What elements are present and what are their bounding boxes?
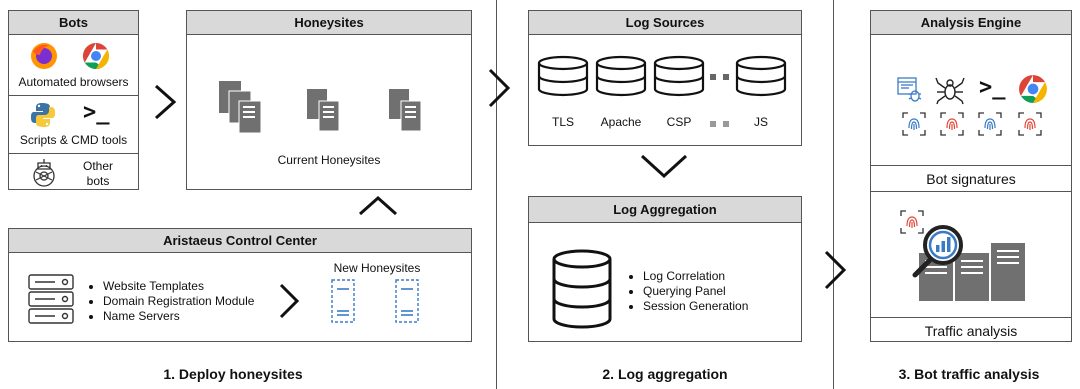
honeysites-title: Honeysites	[187, 11, 471, 35]
current-honeysites-label: Current Honeysites	[277, 153, 381, 167]
log-sources-box: Log Sources TLS Apache CSP JS	[528, 10, 802, 146]
terminal-icon: >_	[83, 100, 110, 125]
other-bots-label-2: bots	[86, 174, 110, 188]
fingerprint-icon	[1018, 112, 1042, 136]
new-site-icon	[395, 279, 419, 323]
analysis-engine-title: Analysis Engine	[871, 11, 1071, 35]
fingerprint-icon	[940, 112, 964, 136]
traffic-analysis-label: Traffic analysis	[924, 323, 1018, 339]
log-aggregation-list: Log Correlation Querying Panel Session G…	[627, 269, 748, 314]
control-center-title: Aristaeus Control Center	[9, 229, 471, 253]
bots-title: Bots	[9, 11, 138, 35]
divider	[871, 191, 1071, 192]
list-item: Domain Registration Module	[103, 294, 254, 309]
firefox-icon	[31, 43, 57, 69]
terminal-icon: >_	[979, 75, 1006, 100]
divider	[871, 317, 1071, 318]
step-label-2: 2. Log aggregation	[602, 366, 728, 382]
separator-right	[833, 0, 834, 389]
bots-divider-1	[9, 95, 138, 96]
new-honeysites-label: New Honeysites	[333, 261, 421, 275]
arrow-control-to-honeysites	[359, 195, 397, 216]
database-icon	[653, 55, 705, 97]
ellipsis-dots	[710, 74, 729, 80]
fingerprint-icon	[900, 210, 924, 234]
arrow-to-new-honeysites	[279, 283, 300, 319]
server-stack-icon	[307, 89, 340, 132]
bots-box: Bots Automated browsers >_ Scripts & CMD…	[8, 10, 139, 190]
ellipsis-dots	[710, 121, 729, 127]
chrome-icon	[1019, 75, 1047, 103]
database-icon	[552, 249, 612, 329]
scripts-cmd-label: Scripts & CMD tools	[19, 133, 128, 147]
analysis-engine-box: Analysis Engine >_	[870, 10, 1072, 342]
log-source-label-js: JS	[753, 115, 768, 129]
chrome-icon	[82, 42, 110, 70]
list-item: Session Generation	[643, 299, 748, 314]
arrow-to-log-sources	[488, 68, 511, 108]
log-aggregation-box: Log Aggregation Log Correlation Querying…	[528, 196, 802, 342]
log-source-label-csp: CSP	[666, 115, 692, 129]
divider	[871, 165, 1071, 166]
honeysites-box: Honeysites Current Honeysites	[186, 10, 472, 190]
control-center-box: Aristaeus Control Center Website Templat…	[8, 228, 472, 342]
database-icon	[537, 55, 589, 97]
log-aggregation-title: Log Aggregation	[529, 197, 801, 223]
fingerprint-icon	[902, 112, 926, 136]
database-icon	[735, 55, 787, 97]
separator-left	[496, 0, 497, 389]
python-icon	[31, 103, 55, 127]
list-item: Log Correlation	[643, 269, 748, 284]
control-center-list: Website Templates Domain Registration Mo…	[87, 279, 254, 324]
list-item: Querying Panel	[643, 284, 748, 299]
server-cluster-icon	[919, 243, 1025, 301]
server-stack-icon	[219, 81, 262, 134]
magnifier-chart-icon	[912, 225, 963, 278]
server-stack-icon	[389, 89, 422, 132]
step-label-3: 3. Bot traffic analysis	[898, 366, 1040, 382]
server-rack-icon	[28, 274, 74, 324]
list-item: Website Templates	[103, 279, 254, 294]
log-sources-title: Log Sources	[529, 11, 801, 35]
bot-signatures-label: Bot signatures	[926, 171, 1016, 187]
arrow-bots-to-honeysites	[155, 84, 177, 120]
automated-browsers-label: Automated browsers	[18, 75, 129, 89]
arrow-sources-to-aggregation	[640, 154, 688, 179]
log-source-label-apache: Apache	[600, 115, 642, 129]
bots-divider-2	[9, 153, 138, 154]
fingerprint-icon	[978, 112, 1002, 136]
new-site-icon	[331, 279, 355, 323]
other-bots-label-1: Other	[82, 159, 113, 173]
log-source-label-tls: TLS	[551, 115, 574, 129]
step-label-1: 1. Deploy honeysites	[163, 366, 303, 382]
spider-icon	[935, 77, 965, 105]
arrow-to-analysis	[824, 250, 847, 290]
list-item: Name Servers	[103, 309, 254, 324]
bug-page-icon	[897, 77, 922, 102]
database-icon	[595, 55, 647, 97]
robot-icon	[33, 159, 55, 187]
